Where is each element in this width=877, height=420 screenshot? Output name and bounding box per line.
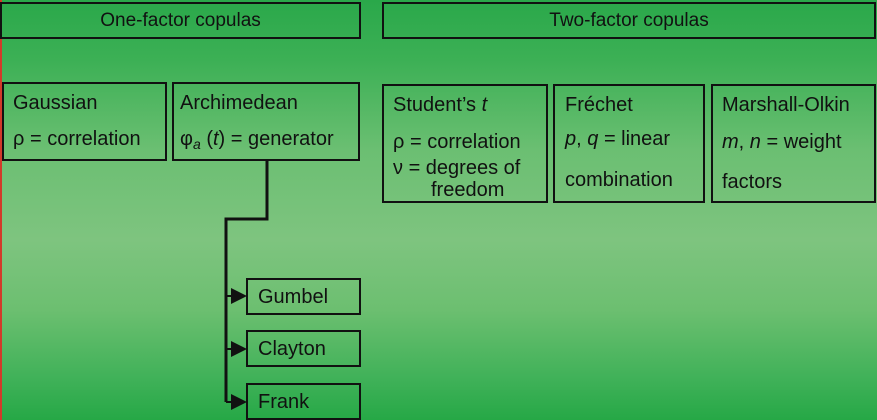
phi-subscript: a xyxy=(192,136,201,152)
marshall-formula: m, n = weight xyxy=(722,131,842,153)
student-title: Student’s t xyxy=(393,94,487,117)
gaussian-formula-text: = correlation xyxy=(29,128,141,150)
frechet-formula-text: = linear xyxy=(603,128,671,150)
student-rho-line: ρ = correlation xyxy=(393,131,521,154)
frechet-title: Fréchet xyxy=(565,94,633,116)
m-variable: m xyxy=(722,131,739,153)
student-t-box: Student’s t ρ = correlation ν = degrees … xyxy=(382,84,548,203)
archimedean-box: Archimedean φa (t) = generator xyxy=(172,82,360,161)
archimedean-trunk xyxy=(224,161,269,402)
marshall-title: Marshall-Olkin xyxy=(722,94,850,116)
t-variable: t xyxy=(212,128,219,150)
two-factor-header-label: Two-factor copulas xyxy=(549,10,709,31)
frechet-formula: p, q = linear xyxy=(565,128,671,150)
nu-symbol: ν xyxy=(393,157,403,179)
gumbel-box: Gumbel xyxy=(246,278,361,315)
student-title-text: Student’s xyxy=(393,94,477,116)
gaussian-title: Gaussian xyxy=(13,92,98,114)
frank-box: Frank xyxy=(246,383,361,420)
student-nu-line-2: freedom xyxy=(431,179,505,201)
student-nu-line: ν = degrees of xyxy=(393,157,520,180)
frechet-box: Fréchet p, q = linear combination xyxy=(553,84,705,203)
left-edge-line xyxy=(0,0,2,420)
student-nu-text: = degrees of xyxy=(408,157,521,179)
two-factor-header: Two-factor copulas xyxy=(382,2,876,39)
rho-symbol: ρ xyxy=(13,128,25,150)
rho-symbol: ρ xyxy=(393,131,405,153)
archimedean-formula-text: = generator xyxy=(230,128,334,150)
gaussian-box: Gaussian ρ = correlation xyxy=(2,82,167,161)
gumbel-label: Gumbel xyxy=(258,286,329,308)
marshall-formula-text: = weight xyxy=(766,131,842,153)
frechet-line-2: combination xyxy=(565,169,673,191)
clayton-label: Clayton xyxy=(258,338,326,360)
one-factor-header: One-factor copulas xyxy=(0,2,361,39)
student-rho-text: = correlation xyxy=(409,131,521,153)
archimedean-formula: φa (t) = generator xyxy=(180,128,334,152)
gaussian-formula: ρ = correlation xyxy=(13,128,141,151)
p-variable: p xyxy=(565,128,577,150)
marshall-line-2: factors xyxy=(722,171,783,193)
marshall-olkin-box: Marshall-Olkin m, n = weight factors xyxy=(711,84,876,203)
clayton-box: Clayton xyxy=(246,330,361,367)
student-t: t xyxy=(481,94,488,116)
one-factor-header-label: One-factor copulas xyxy=(100,10,261,31)
phi-symbol: φ xyxy=(180,128,193,150)
n-variable: n xyxy=(749,131,761,153)
frank-label: Frank xyxy=(258,391,310,413)
archimedean-title: Archimedean xyxy=(180,92,298,114)
q-variable: q xyxy=(587,128,599,150)
